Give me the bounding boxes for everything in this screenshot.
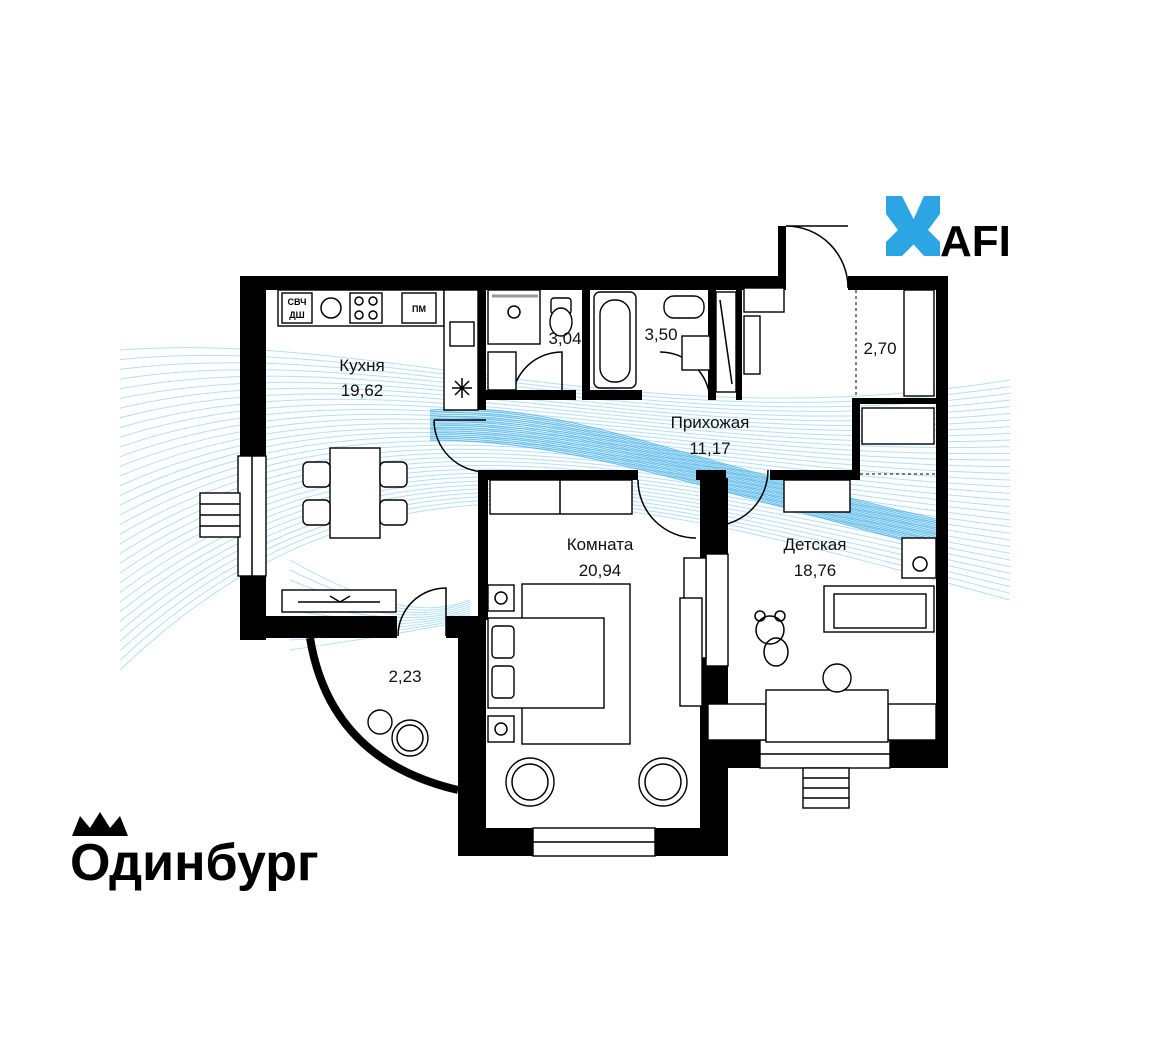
microwave-label-2: ДШ [289,310,304,320]
airflow-line [429,439,941,551]
airflow-line [119,444,1011,525]
bath2-area: 3,50 [644,325,677,344]
bath1-area: 3,04 [548,329,581,348]
odinburg-logo-text: Одинбург [70,834,319,892]
windows [237,455,891,857]
balcony-area: 2,23 [388,667,421,686]
airflow-line [429,434,941,546]
airflow-line [429,437,941,549]
room-furniture [487,583,688,807]
odinburg-logo: Одинбург [70,812,319,892]
airflow-line [119,452,1011,545]
afi-logo-mark [886,196,940,256]
kids-area: 18,76 [794,561,837,580]
storage-area: 2,70 [863,339,896,358]
afi-logo-text: AFI [940,217,1011,266]
bathroom-fixtures [487,287,785,393]
kids-furniture [754,537,937,743]
exterior-radiators [199,492,850,809]
kitchen-fixtures [277,289,479,613]
hall-area: 11,17 [689,439,730,458]
hall-name: Прихожая [671,413,750,432]
microwave-label-1: СВЧ [288,297,307,307]
airflow-line [119,347,1011,399]
balcony [306,637,459,794]
crown-icon [72,812,128,836]
kitchen-name: Кухня [339,356,385,375]
wardrobes [489,289,937,741]
room-name: Комната [567,535,634,554]
airflow-line [429,432,941,544]
airflow-line [429,430,941,542]
airflow-line [429,435,941,548]
kids-name: Детская [784,535,847,554]
afi-logo: AFI [886,196,1011,266]
airflow-line [119,448,1011,535]
walls [240,226,948,856]
room-area: 20,94 [579,561,622,580]
dishwasher-label: ПМ [412,304,426,314]
kitchen-area: 19,62 [341,381,384,400]
